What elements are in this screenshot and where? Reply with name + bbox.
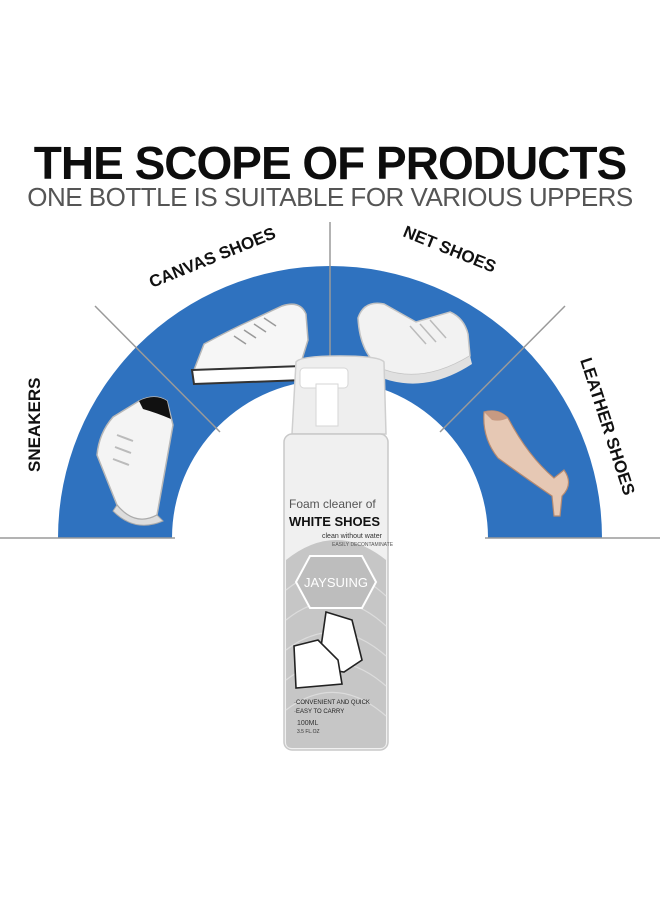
foam-cleaner-bottle: Foam cleaner of WHITE SHOES clean withou… bbox=[283, 355, 394, 751]
label-line3: clean without water bbox=[322, 533, 383, 540]
brand-emblem bbox=[294, 555, 378, 609]
brand-name: JAYSUING bbox=[304, 575, 368, 590]
sneaker-icon bbox=[96, 396, 174, 526]
page-subtitle: ONE BOTTLE IS SUITABLE FOR VARIOUS UPPER… bbox=[27, 182, 633, 212]
label-volume-oz: 3.5 FL.OZ bbox=[297, 729, 320, 735]
label-line2: WHITE SHOES bbox=[289, 514, 380, 529]
category-label-net: NET SHOES bbox=[401, 222, 499, 276]
label-volume: 100ML bbox=[297, 720, 319, 727]
divider-right bbox=[439, 305, 566, 433]
label-line1: Foam cleaner of bbox=[289, 497, 376, 511]
divider-left bbox=[94, 305, 221, 433]
label-feature2: ·EASY TO CARRY bbox=[294, 709, 344, 715]
page-title: THE SCOPE OF PRODUCTS bbox=[33, 137, 627, 189]
label-shoe-drawing-icon bbox=[293, 610, 363, 689]
label-line4: EASILY DECONTAMINATE bbox=[332, 542, 394, 548]
category-label-sneakers: SNEAKERS bbox=[25, 378, 44, 472]
label-feature1: ·CONVENIENT AND QUICK bbox=[294, 700, 370, 706]
high-heel-icon bbox=[483, 410, 570, 517]
canvas-shoe-icon bbox=[190, 303, 309, 386]
